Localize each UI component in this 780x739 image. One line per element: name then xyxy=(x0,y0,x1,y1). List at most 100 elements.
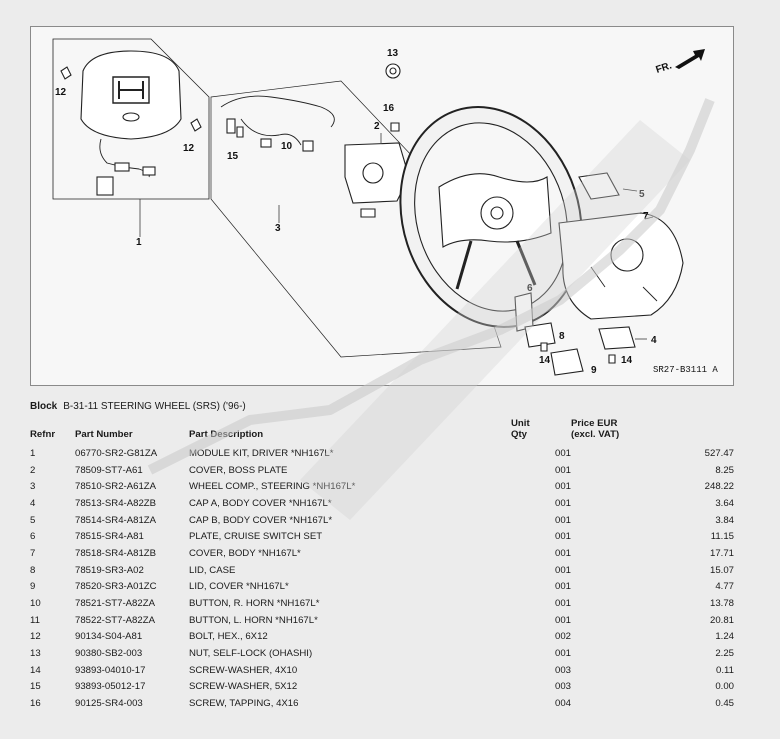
callout-14a: 14 xyxy=(539,355,551,366)
row-unit xyxy=(511,662,531,679)
callout-7: 7 xyxy=(643,211,649,222)
row-qty: 003 xyxy=(554,664,571,676)
block-title: Block B-31-11 STEERING WHEEL (SRS) ('96-) xyxy=(30,401,246,412)
row-description: BUTTON, R. HORN *NH167L* xyxy=(189,598,320,610)
callout-2: 2 xyxy=(374,121,380,132)
row-description: LID, COVER *NH167L* xyxy=(189,581,289,593)
row-price: 20.81 xyxy=(709,614,734,626)
header-price-line1: Price EUR xyxy=(571,418,618,429)
row-qty: 001 xyxy=(554,547,571,559)
row-qty: 001 xyxy=(554,581,571,593)
row-refnr: 7 xyxy=(30,547,36,559)
row-part-number: 90380-SB2-003 xyxy=(75,648,143,660)
header-refnr: Refnr xyxy=(30,429,56,440)
self-lock-nut xyxy=(385,63,401,79)
row-unit xyxy=(511,562,531,579)
cruise-switch-plate xyxy=(514,292,534,332)
boss-plate xyxy=(344,142,410,204)
row-unit xyxy=(511,462,531,479)
callout-13: 13 xyxy=(387,48,399,59)
front-arrow-icon xyxy=(675,49,705,69)
callout-10: 10 xyxy=(281,141,293,152)
row-description: MODULE KIT, DRIVER *NH167L* xyxy=(189,447,334,459)
row-description: SCREW-WASHER, 5X12 xyxy=(189,681,298,693)
row-refnr: 10 xyxy=(30,598,41,610)
steering-wheel-exploded-view: FR. 1 2 3 4 5 6 7 8 9 10 12 12 13 14 14 … xyxy=(52,38,718,376)
row-description: SCREW, TAPPING, 4X16 xyxy=(189,698,299,710)
row-qty: 001 xyxy=(554,514,571,526)
row-qty: 001 xyxy=(554,531,571,543)
front-marker: FR. xyxy=(655,60,674,76)
row-qty: 001 xyxy=(554,497,571,509)
row-description: CAP A, BODY COVER *NH167L* xyxy=(189,497,332,509)
row-part-number: 90125-SR4-003 xyxy=(75,698,143,710)
row-unit xyxy=(511,612,531,629)
row-description: COVER, BOSS PLATE xyxy=(189,464,288,476)
row-refnr: 9 xyxy=(30,581,36,593)
row-qty: 001 xyxy=(554,598,571,610)
row-description: BUTTON, L. HORN *NH167L* xyxy=(189,614,318,626)
row-description: CAP B, BODY COVER *NH167L* xyxy=(189,514,333,526)
row-price: 3.64 xyxy=(715,497,734,509)
row-price: 15.07 xyxy=(709,564,734,576)
row-unit xyxy=(511,629,531,646)
row-price: 2.25 xyxy=(715,648,734,660)
row-refnr: 15 xyxy=(30,681,41,693)
row-unit xyxy=(511,695,531,712)
row-unit xyxy=(511,495,531,512)
row-qty: 001 xyxy=(554,464,571,476)
row-part-number: 78518-SR4-A81ZB xyxy=(75,547,157,559)
row-unit xyxy=(511,595,531,612)
header-description: Part Description xyxy=(189,429,264,440)
lid-case xyxy=(524,322,556,348)
table-row: 2 78509-ST7-A61 COVER, BOSS PLATE 001 8.25 xyxy=(30,462,734,479)
row-qty: 001 xyxy=(554,447,571,459)
row-description: BOLT, HEX., 6X12 xyxy=(189,631,268,643)
row-qty: 003 xyxy=(554,681,571,693)
callout-16: 16 xyxy=(383,103,395,114)
row-refnr: 14 xyxy=(30,664,41,676)
row-unit xyxy=(511,512,531,529)
row-price: 11.15 xyxy=(710,531,734,543)
header-price-line2: (excl. VAT) xyxy=(571,429,620,440)
row-refnr: 1 xyxy=(30,447,36,459)
parts-table: Refnr Part Number Part Description Unit … xyxy=(30,418,734,712)
row-unit xyxy=(511,579,531,596)
block-label: Block xyxy=(30,401,58,412)
row-description: SCREW-WASHER, 4X10 xyxy=(189,664,298,676)
row-refnr: 2 xyxy=(30,464,36,476)
block-name: B-31-11 STEERING WHEEL (SRS) ('96-) xyxy=(63,401,246,412)
row-part-number: 93893-05012-17 xyxy=(75,681,146,693)
callout-12a: 12 xyxy=(55,87,67,98)
row-refnr: 5 xyxy=(30,514,36,526)
parts-diagram: FR. 1 2 3 4 5 6 7 8 9 10 12 12 13 14 14 … xyxy=(30,26,734,386)
callout-4: 4 xyxy=(651,335,657,346)
row-refnr: 16 xyxy=(30,698,41,710)
callout-3: 3 xyxy=(275,223,281,234)
row-refnr: 4 xyxy=(30,497,36,509)
row-part-number: 78509-ST7-A61 xyxy=(75,464,143,476)
row-description: COVER, BODY *NH167L* xyxy=(189,547,301,559)
row-price: 8.25 xyxy=(715,464,734,476)
row-refnr: 3 xyxy=(30,481,36,493)
callout-9: 9 xyxy=(591,365,597,376)
row-part-number: 78510-SR2-A61ZA xyxy=(75,481,157,493)
row-description: NUT, SELF-LOCK (OHASHI) xyxy=(189,648,313,660)
row-part-number: 78514-SR4-A81ZA xyxy=(75,514,157,526)
row-refnr: 8 xyxy=(30,564,36,576)
row-unit xyxy=(511,478,531,495)
driver-airbag-module xyxy=(80,50,182,140)
row-refnr: 13 xyxy=(30,648,41,660)
row-qty: 004 xyxy=(554,698,571,710)
row-unit xyxy=(511,679,531,696)
